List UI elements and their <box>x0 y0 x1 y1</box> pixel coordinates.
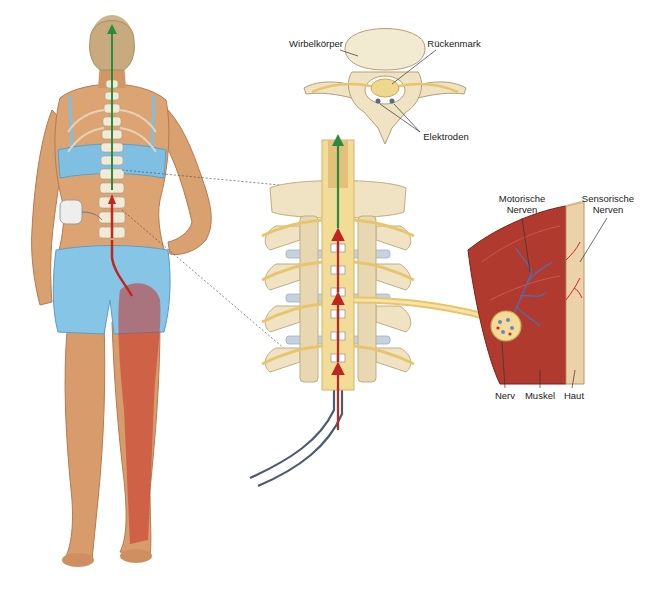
part-label: Elektroden <box>416 131 476 142</box>
part-label: Muskel <box>520 390 560 401</box>
part-label: Motorische Nerven <box>491 193 553 215</box>
leader-lines <box>340 50 607 388</box>
spine-detail <box>250 134 505 486</box>
part-label: Rückenmark <box>419 38 489 49</box>
woman-figure <box>32 15 212 567</box>
tissue-cross-section <box>468 202 584 384</box>
part-label: Nerv <box>490 390 520 401</box>
part-label: Sensorische Nerven <box>577 193 639 215</box>
part-label: Haut <box>559 390 589 401</box>
part-label: Wirbelkörper <box>281 38 351 49</box>
